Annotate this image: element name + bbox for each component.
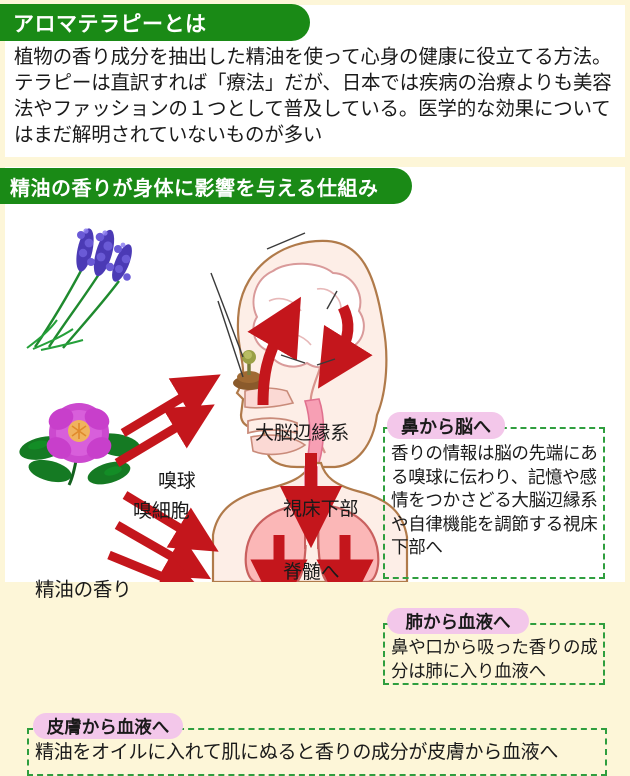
callout-title-lung-to-blood: 肺から血液へ	[387, 608, 529, 634]
callout-title-skin-to-blood: 皮膚から血液へ	[33, 713, 183, 739]
intro-paragraph: 植物の香り成分を抽出した精油を使って心身の健康に役立てる方法。テラピーは直訳すれ…	[14, 45, 612, 146]
label-limbic-system: 大脳辺縁系	[255, 422, 350, 444]
label-hypothalamus: 視床下部	[283, 498, 359, 520]
flow-arrows	[107, 296, 374, 582]
page-title: アロマテラピーとは	[0, 4, 310, 41]
callout-body-skin-to-blood: 精油をオイルに入れて肌にぬると香りの成分が皮膚から血液へ	[35, 741, 559, 763]
label-essential-oil-scent: 精油の香り	[35, 578, 132, 601]
callout-body-nose-to-brain: 香りの情報は脳の先端にある嗅球に伝わり、記憶や感情をつかさどる大脳辺縁系や自律機…	[391, 444, 598, 558]
diagram-title: 精油の香りが身体に影響を与える仕組み	[0, 168, 412, 204]
label-to-spinal-cord: 脊髄へ	[283, 561, 340, 583]
label-olfactory-bulb: 嗅球	[158, 470, 196, 492]
diagram-stage: 大脳辺縁系 嗅球 嗅細胞 視床下部 脊髄へ 精油の香り 鼻から脳へ 香りの情報は…	[5, 205, 625, 776]
callout-body-lung-to-blood: 鼻や口から吸った香りの成分は肺に入り血液へ	[391, 638, 598, 682]
label-olfactory-cell: 嗅細胞	[133, 500, 190, 522]
callout-title-nose-to-brain: 鼻から脳へ	[387, 412, 505, 439]
lavender-icon	[26, 228, 132, 351]
